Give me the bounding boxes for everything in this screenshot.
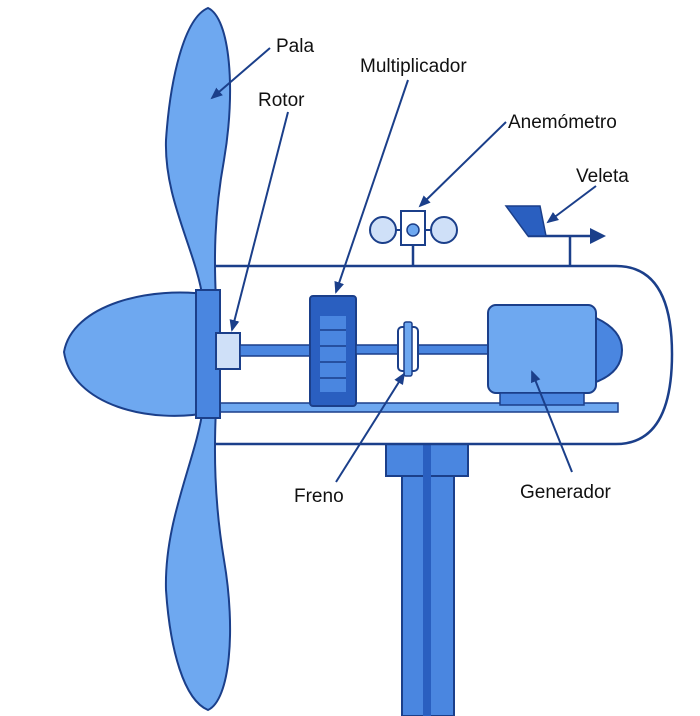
leader-generador: [531, 370, 573, 473]
main-shaft: [239, 344, 311, 357]
label-freno: Freno: [294, 486, 344, 507]
label-pala: Pala: [276, 36, 314, 57]
leader-lines: [210, 47, 597, 483]
leader-multiplicador: [334, 79, 409, 294]
secondary-shaft: [355, 344, 491, 355]
leader-anemometro: [418, 121, 507, 208]
gearbox: [309, 295, 357, 407]
blade-bottom: [164, 407, 232, 712]
label-veleta: Veleta: [576, 166, 629, 187]
label-rotor: Rotor: [258, 90, 305, 111]
leader-veleta: [546, 185, 597, 224]
label-multiplicador: Multiplicador: [360, 56, 467, 77]
hub-nose-cone: [62, 291, 213, 417]
label-anemometro: Anemómetro: [508, 112, 617, 133]
anemometer: [369, 210, 458, 266]
tower: [385, 401, 469, 716]
leader-pala: [210, 47, 271, 100]
generator: [487, 304, 624, 406]
brake-disc: [397, 321, 419, 377]
rotor-coupling: [215, 332, 241, 370]
wind-vane: [504, 205, 606, 266]
blade-top: [164, 6, 232, 301]
label-generador: Generador: [520, 482, 612, 503]
leader-freno: [335, 372, 406, 483]
leader-rotor: [229, 111, 289, 332]
